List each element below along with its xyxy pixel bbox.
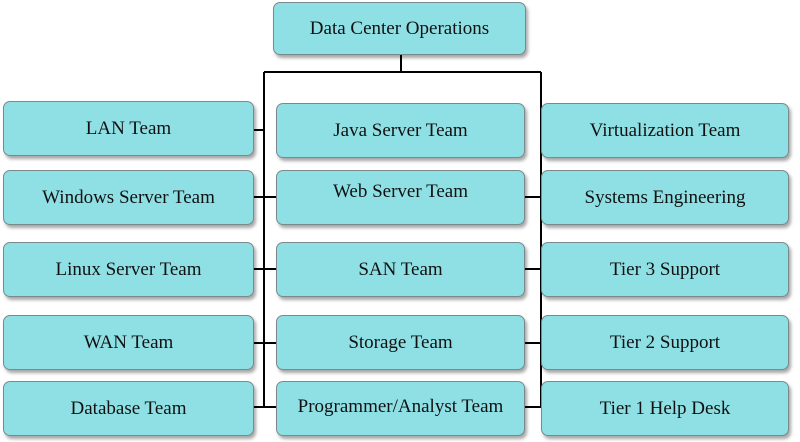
node-middle-5: Programmer/Analyst Team — [276, 381, 525, 436]
node-right-4: Tier 2 Support — [541, 315, 789, 370]
node-left-5: Database Team — [3, 381, 254, 436]
node-left-1: LAN Team — [3, 101, 254, 156]
node-middle-1: Java Server Team — [276, 103, 525, 158]
node-left-3: Linux Server Team — [3, 242, 254, 297]
node-middle-4: Storage Team — [276, 315, 525, 370]
node-right-1: Virtualization Team — [541, 103, 789, 158]
node-middle-2: Web Server Team — [276, 170, 525, 225]
node-right-2: Systems Engineering — [541, 170, 789, 225]
node-right-3: Tier 3 Support — [541, 242, 789, 297]
node-right-5: Tier 1 Help Desk — [541, 381, 789, 436]
node-root: Data Center Operations — [273, 2, 526, 55]
node-left-2: Windows Server Team — [3, 170, 254, 225]
node-left-4: WAN Team — [3, 315, 254, 370]
node-middle-3: SAN Team — [276, 242, 525, 297]
